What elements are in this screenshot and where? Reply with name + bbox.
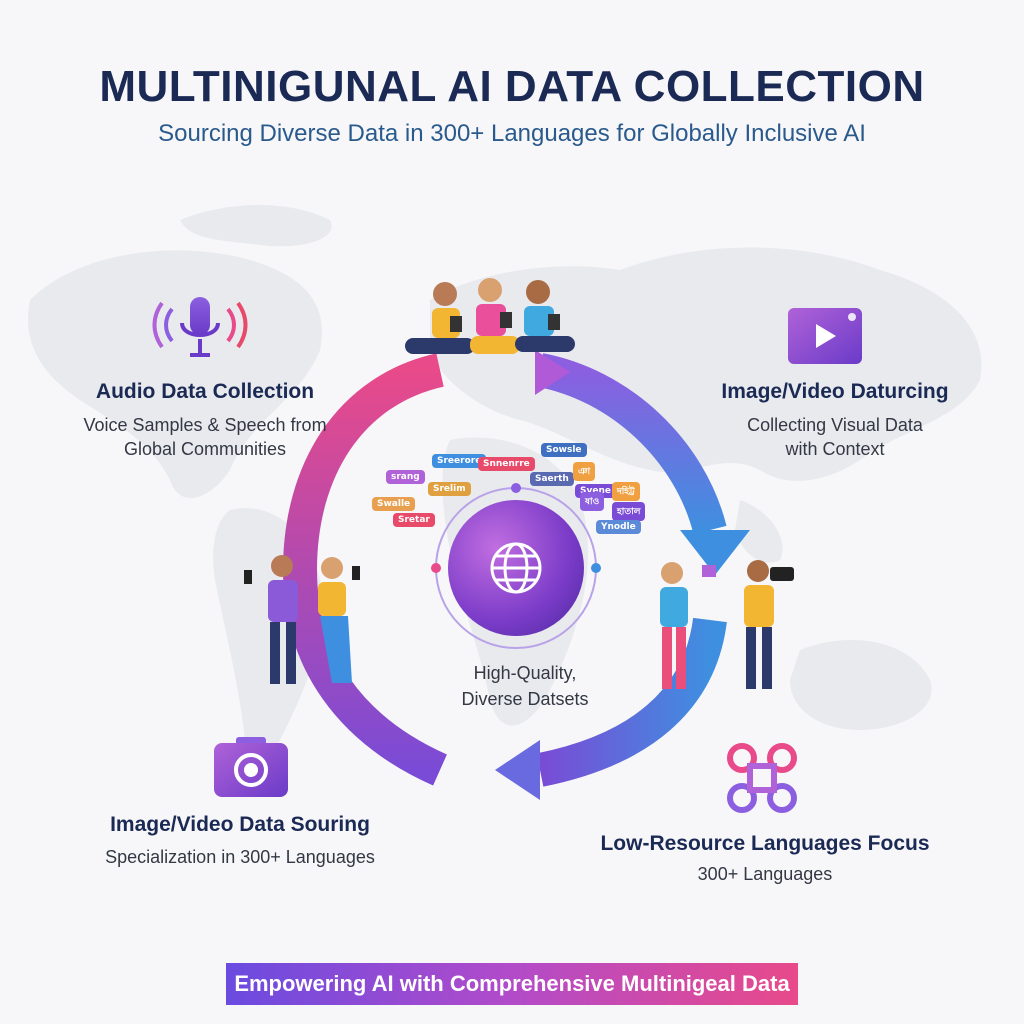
- microphone-icon: [152, 297, 248, 357]
- page-subtitle: Sourcing Diverse Data in 300+ Languages …: [158, 120, 866, 147]
- audio-feature-title: Audio Data Collection: [95, 380, 315, 403]
- language-bubble: Sowsle: [541, 443, 587, 457]
- image-video-bottom-title: Image/Video Data Souring: [110, 813, 370, 836]
- language-bubble: দহিট্ট: [612, 482, 640, 501]
- low-resource-title: Low-Resource Languages Focus: [600, 832, 930, 855]
- people-right-illustration: [660, 560, 794, 689]
- audio-feature-desc: Voice Samples & Speech from Global Commu…: [60, 413, 350, 461]
- globe-icon: [490, 542, 542, 594]
- arrowhead-top: [535, 350, 570, 395]
- language-bubble: হাতাল: [612, 502, 646, 521]
- language-bubble: srang: [386, 470, 425, 484]
- people-left-illustration: [244, 555, 360, 684]
- cycle-arrow-bottom-right: [536, 617, 727, 787]
- language-bubble: Swalle: [372, 497, 416, 511]
- language-bubble: Ynodle: [596, 520, 641, 534]
- language-bubble: ষাও: [580, 492, 605, 511]
- low-resource-desc: 300+ Languages: [697, 864, 833, 884]
- center-label-line2: Diverse Datsets: [461, 689, 589, 709]
- language-bubble: Sretar: [393, 513, 435, 527]
- cycle-arrow-left: [282, 353, 448, 786]
- center-label: High-Quality, Diverse Datsets: [430, 660, 620, 712]
- play-video-icon: [788, 308, 862, 364]
- audio-feature-desc-line2: Global Communities: [123, 439, 287, 459]
- page-title: MULTINIGUNAL AI DATA COLLECTION: [99, 62, 925, 111]
- language-bubble: ঞা: [573, 462, 596, 481]
- world-map-background: [28, 205, 982, 763]
- camera-icon: [214, 737, 288, 797]
- people-group-top-illustration: [405, 278, 575, 354]
- cycle-arrow-top-right: [536, 353, 727, 535]
- network-nodes-icon: [727, 743, 797, 813]
- footer-banner: Empowering AI with Comprehensive Multini…: [226, 963, 798, 1005]
- image-video-top-desc-line2: with Context: [785, 439, 885, 459]
- cycle-arrows: [282, 350, 750, 800]
- language-bubble: Snnenrre: [478, 457, 535, 471]
- image-video-top-desc: Collecting Visual Data with Context: [680, 413, 990, 461]
- language-bubble: Sreerore: [432, 454, 487, 468]
- globe-ring: [431, 483, 601, 649]
- image-video-top-title: Image/Video Daturcing: [721, 380, 949, 403]
- image-video-bottom-desc: Specialization in 300+ Languages: [105, 847, 375, 867]
- arrowhead-bottom: [495, 740, 540, 800]
- image-video-top-desc-line1: Collecting Visual Data: [747, 415, 923, 435]
- language-bubble: Saerth: [530, 472, 574, 486]
- audio-feature-desc-line1: Voice Samples & Speech from: [83, 415, 327, 435]
- arrowhead-right: [680, 530, 750, 575]
- center-label-line1: High-Quality,: [473, 663, 577, 683]
- language-bubble: Srelim: [428, 482, 471, 496]
